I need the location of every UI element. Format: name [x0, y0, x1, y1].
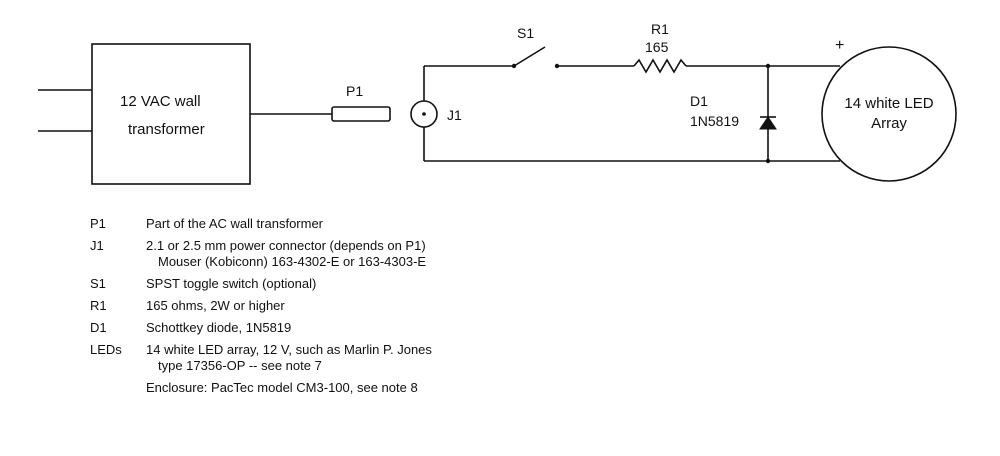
legend-row-j1: J1 2.1 or 2.5 mm power connector (depend…: [90, 238, 432, 270]
resistor-label: R1: [651, 21, 669, 37]
legend-desc-line: Schottkey diode, 1N5819: [146, 320, 292, 335]
jack-label: J1: [447, 107, 462, 123]
legend-row-s1: S1 SPST toggle switch (optional): [90, 276, 432, 292]
legend-ref: S1: [90, 276, 106, 291]
transformer-label-line2: transformer: [128, 121, 205, 138]
legend-desc: Schottkey diode, 1N5819: [146, 320, 291, 336]
legend-row-r1: R1 165 ohms, 2W or higher: [90, 298, 432, 314]
transformer-box: [91, 43, 251, 185]
switch-lever: [513, 46, 546, 67]
legend-desc-line: SPST toggle switch (optional): [146, 276, 317, 291]
led-label-line2: Array: [871, 115, 907, 132]
diode-label: D1: [690, 93, 708, 109]
led-array: 14 white LED Array +: [821, 37, 957, 182]
legend-ref: P1: [90, 216, 106, 231]
legend-desc-line: 2.1 or 2.5 mm power connector (depends o…: [146, 238, 426, 253]
legend-ref: R1: [90, 298, 107, 313]
legend-desc-line: 14 white LED array, 12 V, such as Marlin…: [146, 342, 432, 357]
legend-desc-line: type 17356-OP -- see note 7: [158, 358, 322, 373]
switch-s1: S1: [424, 25, 560, 69]
resistor-r1: R1 165: [557, 21, 840, 74]
resistor-value: 165: [645, 39, 669, 55]
diode-triangle: [759, 116, 777, 130]
legend-desc: 14 white LED array, 12 V, such as Marlin…: [146, 342, 432, 374]
legend-desc-line: Part of the AC wall transformer: [146, 216, 324, 231]
legend-row-leds: LEDs 14 white LED array, 12 V, such as M…: [90, 342, 432, 374]
resistor-zigzag: [633, 58, 687, 74]
diode-part: 1N5819: [690, 113, 739, 129]
led-label-line1: 14 white LED: [844, 95, 933, 112]
legend-desc: SPST toggle switch (optional): [146, 276, 316, 292]
switch-label: S1: [517, 25, 534, 41]
legend-desc: 165 ohms, 2W or higher: [146, 298, 285, 314]
jack-j1: J1: [410, 66, 462, 161]
legend-ref: J1: [90, 238, 104, 253]
jack-center-pin: [422, 112, 426, 116]
legend-ref: LEDs: [90, 342, 122, 357]
legend-desc: Part of the AC wall transformer: [146, 216, 323, 232]
legend-desc-line: Mouser (Kobiconn) 163-4302-E or 163-4303…: [158, 254, 427, 269]
polarity-plus: +: [835, 37, 844, 54]
wall-transformer: 12 VAC wall transformer: [38, 43, 251, 185]
led-array-circle: [821, 46, 957, 182]
transformer-label-line1: 12 VAC wall: [120, 93, 201, 110]
diode-d1: D1 1N5819: [690, 63, 777, 164]
legend-desc: 2.1 or 2.5 mm power connector (depends o…: [146, 238, 426, 270]
legend-row-p1: P1 Part of the AC wall transformer: [90, 216, 432, 232]
plug-body: [331, 106, 391, 122]
enclosure-note: Enclosure: PacTec model CM3-100, see not…: [146, 380, 418, 395]
legend-row-d1: D1 Schottkey diode, 1N5819: [90, 320, 432, 336]
plug-label: P1: [346, 83, 363, 99]
legend-desc-line: 165 ohms, 2W or higher: [146, 298, 285, 313]
plug-p1: P1: [250, 83, 391, 122]
legend-ref: D1: [90, 320, 107, 335]
parts-legend: P1 Part of the AC wall transformer J1 2.…: [90, 216, 432, 402]
